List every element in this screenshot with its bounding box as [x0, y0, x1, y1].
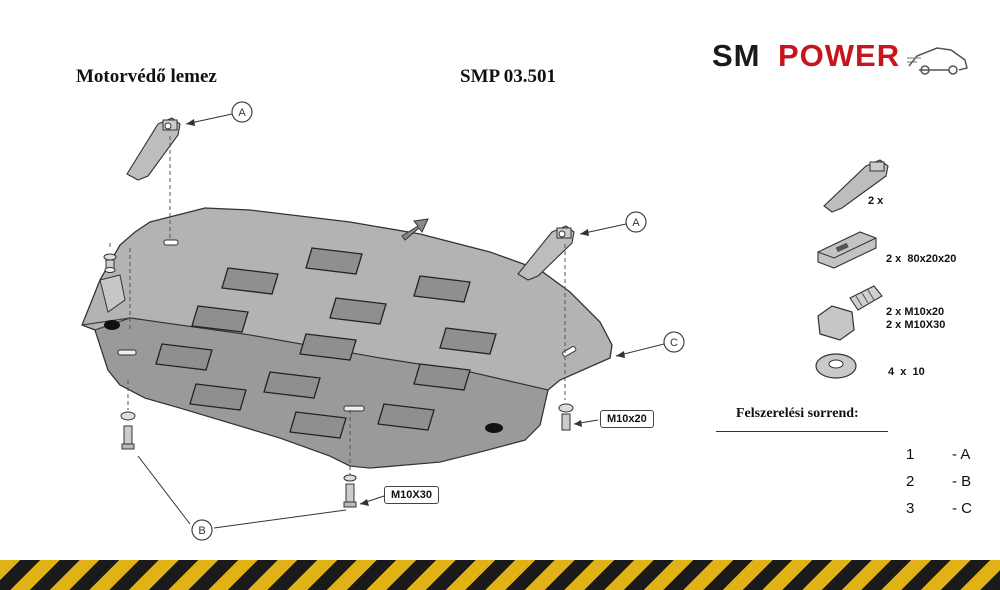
callout-b-label: B	[198, 525, 205, 537]
vent-slot	[439, 327, 497, 355]
vent-slot	[305, 247, 363, 275]
vent-slot	[263, 371, 321, 399]
vent-slot	[377, 403, 435, 431]
bolt-quantity: 2 x M10x20 2 x M10X30	[886, 306, 946, 331]
bolt-label-m10x30: M10X30	[384, 486, 439, 504]
mount-slot	[562, 346, 577, 357]
vent-slot	[189, 383, 247, 411]
callout-a-right: A	[625, 211, 647, 233]
step-number: 2	[906, 473, 915, 490]
mount-slot	[343, 405, 365, 412]
callout-a-label: A	[238, 107, 246, 119]
mount-slot	[163, 239, 179, 246]
bolt-label-m10x20: M10x20	[600, 410, 654, 428]
vent-slot	[191, 305, 249, 333]
vent-slot	[413, 363, 471, 391]
installation-order-title: Felszerelési sorrend:	[736, 406, 859, 421]
callout-c: C	[663, 331, 685, 353]
document-title: Motorvédő lemez	[76, 66, 217, 87]
hazard-stripe-footer	[0, 560, 1000, 590]
plate-icon	[817, 231, 877, 269]
vent-slot	[413, 275, 471, 303]
fastener-bottom-center	[343, 474, 357, 508]
fastener-right	[558, 403, 574, 431]
bracket-a-right	[517, 225, 575, 281]
bracket-quantity: 2 x	[868, 195, 884, 207]
side-wall-left	[99, 274, 126, 313]
bracket-a-left	[126, 117, 181, 181]
vent-slot	[299, 333, 357, 361]
logo-power-text: POWER	[778, 38, 901, 73]
mount-slot	[117, 349, 137, 356]
callout-c-label: C	[670, 337, 678, 349]
direction-arrow-icon	[401, 218, 429, 241]
leader-arrowheads	[186, 119, 625, 506]
fastener-top-left	[103, 253, 117, 273]
step-value: - A	[952, 446, 971, 463]
mount-hole	[485, 423, 503, 433]
assembly-diagram: A A C B	[81, 101, 889, 541]
vent-slot	[289, 411, 347, 439]
vent-slot	[155, 343, 213, 371]
logo-sm-text: SM	[712, 38, 761, 73]
vent-slots	[155, 247, 497, 439]
vent-slot	[221, 267, 279, 295]
washer-icon	[815, 353, 857, 379]
leader-lines	[137, 113, 665, 529]
fastener-bottom-left	[120, 411, 136, 450]
part-code: SMP 03.501	[460, 66, 557, 87]
car-outline-icon	[907, 47, 968, 75]
washer-quantity: 4 x 10	[888, 366, 925, 378]
step-number: 1	[906, 446, 915, 463]
step-number: 3	[906, 500, 915, 517]
callout-b: B	[191, 519, 213, 541]
step-value: - B	[952, 473, 972, 490]
guide-lines	[109, 136, 566, 475]
bracket-icon	[823, 159, 889, 213]
installation-title-underline	[716, 431, 888, 432]
mount-hole	[104, 320, 120, 330]
bolt-icon	[817, 285, 883, 341]
callout-a-label: A	[632, 217, 640, 229]
plate-quantity: 2 x 80x20x20	[886, 253, 957, 265]
smpower-logo: SM POWER	[712, 38, 972, 78]
step-value: - C	[952, 500, 972, 517]
callout-a-top: A	[231, 101, 253, 123]
vent-slot	[329, 297, 387, 325]
